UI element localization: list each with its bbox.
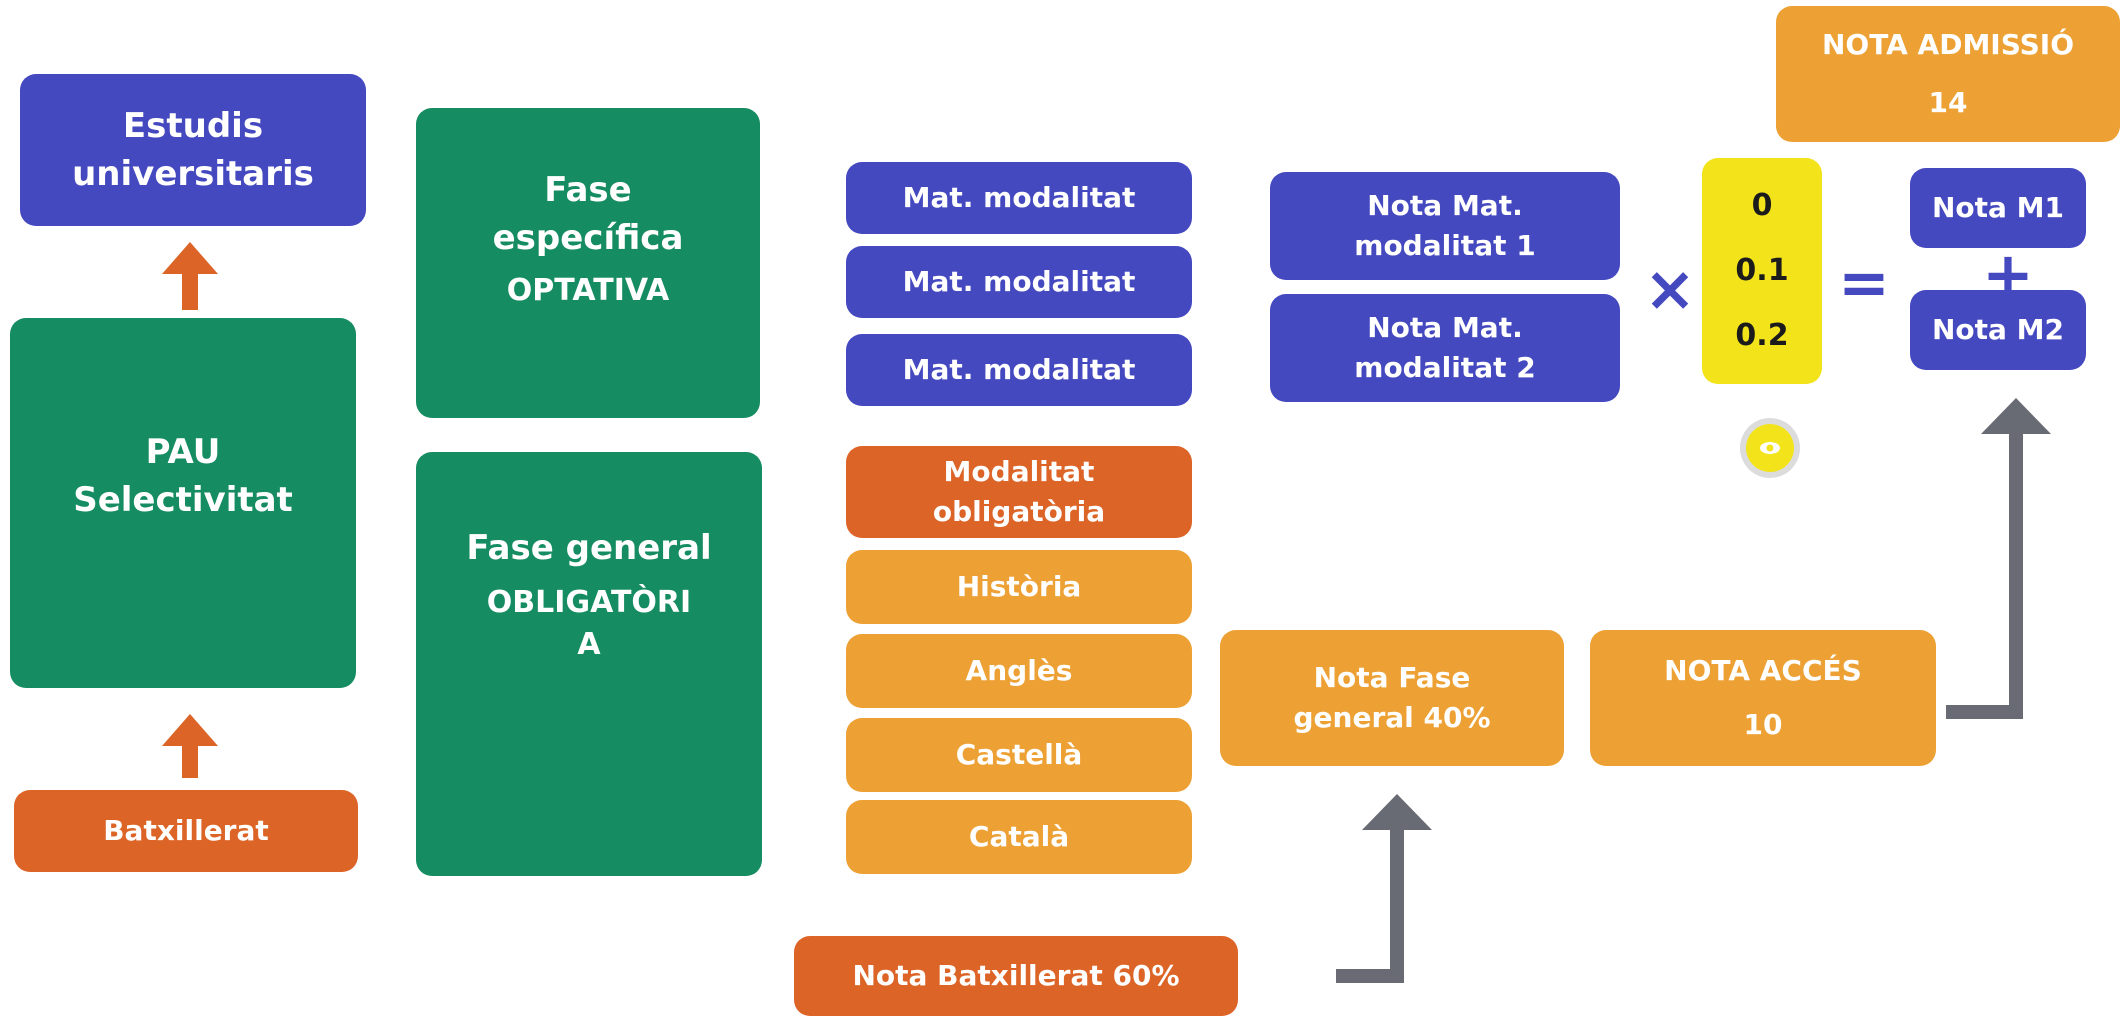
nota-m2-label: Nota M2 bbox=[1931, 313, 2065, 346]
pau-selectivitat-box: PAU Selectivitat bbox=[10, 318, 356, 688]
fase-especifica-tag: OPTATIVA bbox=[506, 273, 670, 308]
modalitat-obligatoria-label: Modalitat obligatòria bbox=[932, 455, 1106, 528]
estudis-universitaris-label: Estudis universitaris bbox=[72, 106, 314, 194]
subject-catala-box: Català bbox=[846, 800, 1192, 874]
mat-modalitat-box: Mat. modalitat bbox=[846, 162, 1192, 234]
multiply-operator: × bbox=[1644, 252, 1696, 325]
subject-historia-box: Història bbox=[846, 550, 1192, 624]
mat-modalitat-box: Mat. modalitat bbox=[846, 246, 1192, 318]
fase-general-tag: OBLIGATÒRI A bbox=[486, 585, 692, 662]
nota-admissio-value: 14 bbox=[1928, 86, 1968, 119]
fase-general-title: Fase general bbox=[466, 528, 712, 568]
nota-fase-general-box: Nota Fase general 40% bbox=[1220, 630, 1564, 766]
nota-admissio-label: NOTA ADMISSIÓ bbox=[1821, 28, 2075, 61]
weight-value: 0 bbox=[1751, 188, 1773, 224]
subject-angles-box: Anglès bbox=[846, 634, 1192, 708]
subject-label: Català bbox=[968, 820, 1070, 853]
nota-m1-box: Nota M1 bbox=[1910, 168, 2086, 248]
nota-acces-box: NOTA ACCÉS 10 bbox=[1590, 630, 1936, 766]
nota-mat-modalitat-1-box: Nota Mat. modalitat 1 bbox=[1270, 172, 1620, 280]
estudis-universitaris-box: Estudis universitaris bbox=[20, 74, 366, 226]
batxillerat-label: Batxillerat bbox=[103, 814, 269, 847]
weight-value: 0.2 bbox=[1735, 317, 1789, 353]
weight-value: 0.1 bbox=[1735, 252, 1789, 288]
mat-modalitat-box: Mat. modalitat bbox=[846, 334, 1192, 406]
nota-m1-label: Nota M1 bbox=[1931, 191, 2065, 224]
modalitat-obligatoria-box: Modalitat obligatòria bbox=[846, 446, 1192, 538]
nota-m2-box: Nota M2 bbox=[1910, 290, 2086, 370]
pau-selectivitat-label: PAU Selectivitat bbox=[73, 432, 293, 520]
nota-mat-modalitat-2-label: Nota Mat. modalitat 2 bbox=[1354, 311, 1536, 384]
fase-general-box: Fase general OBLIGATÒRI A bbox=[416, 452, 762, 876]
nota-acces-label: NOTA ACCÉS bbox=[1664, 654, 1862, 687]
eye-icon[interactable] bbox=[1740, 418, 1800, 478]
mat-modalitat-label: Mat. modalitat bbox=[902, 181, 1136, 214]
weights-box: 0 0.1 0.2 bbox=[1702, 158, 1822, 384]
subject-label: Anglès bbox=[965, 654, 1073, 687]
fase-especifica-box: Fase específica OPTATIVA bbox=[416, 108, 760, 418]
batxillerat-box: Batxillerat bbox=[14, 790, 358, 872]
nota-batxillerat-box: Nota Batxillerat 60% bbox=[794, 936, 1238, 1016]
nota-mat-modalitat-2-box: Nota Mat. modalitat 2 bbox=[1270, 294, 1620, 402]
arrow-up-icon bbox=[162, 714, 218, 778]
nota-admissio-box: NOTA ADMISSIÓ 14 bbox=[1776, 6, 2120, 142]
nota-mat-modalitat-1-label: Nota Mat. modalitat 1 bbox=[1354, 189, 1536, 262]
nota-acces-value: 10 bbox=[1743, 708, 1783, 741]
mat-modalitat-label: Mat. modalitat bbox=[902, 265, 1136, 298]
nota-batxillerat-label: Nota Batxillerat 60% bbox=[852, 959, 1180, 992]
nota-fase-general-label: Nota Fase general 40% bbox=[1293, 661, 1491, 734]
gray-connector-arrow bbox=[1946, 398, 2051, 719]
subject-label: Castellà bbox=[955, 738, 1083, 771]
fase-especifica-title: Fase específica bbox=[492, 170, 684, 258]
arrow-up-icon bbox=[162, 242, 218, 310]
gray-connector-arrow bbox=[1336, 794, 1432, 983]
mat-modalitat-label: Mat. modalitat bbox=[902, 353, 1136, 386]
subject-label: Història bbox=[956, 570, 1082, 603]
equals-operator: = bbox=[1838, 246, 1890, 319]
subject-castella-box: Castellà bbox=[846, 718, 1192, 792]
